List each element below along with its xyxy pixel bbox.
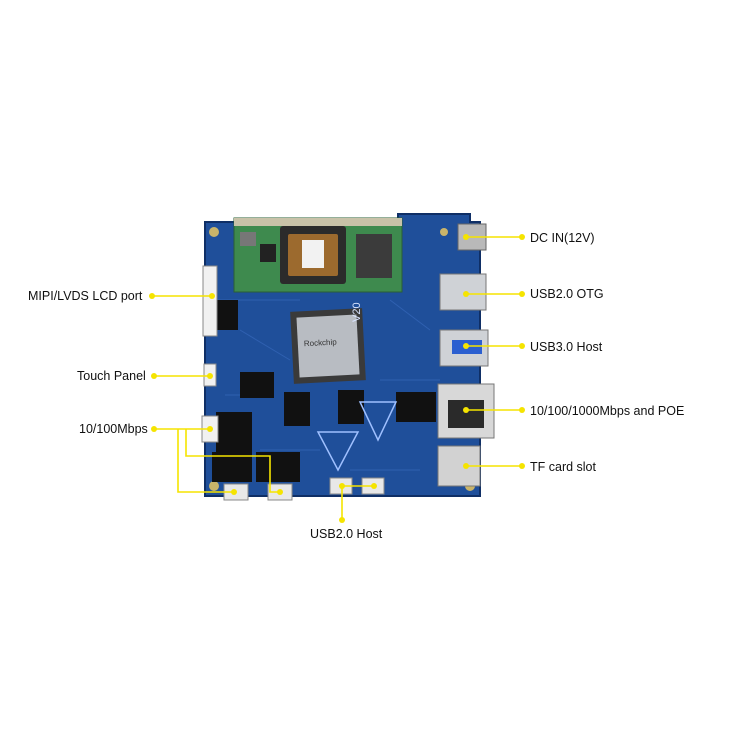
callout-dot (339, 517, 345, 523)
callout-dots (149, 234, 525, 523)
callout-dot (151, 426, 157, 432)
mounting-hole (209, 227, 219, 237)
callout-usb-mid (185, 429, 280, 493)
callout-dot (207, 426, 213, 432)
mounting-hole (209, 481, 219, 491)
callout-dot (231, 489, 237, 495)
callout-dot (463, 463, 469, 469)
callout-dot (519, 291, 525, 297)
label-usb2-host: USB2.0 Host (310, 527, 383, 541)
callout-dot (149, 293, 155, 299)
label-usb3-host: USB3.0 Host (530, 340, 603, 354)
board-version-text: V20 (351, 302, 363, 322)
usb2-otg-port (439, 273, 487, 311)
power-module (233, 217, 403, 293)
callout-dot (207, 373, 213, 379)
memory-chips (212, 300, 436, 482)
mounting-hole (440, 228, 448, 236)
callout-dot (463, 234, 469, 240)
callout-dot (339, 483, 345, 489)
label-usb2-otg: USB2.0 OTG (530, 287, 604, 301)
callout-dot (519, 407, 525, 413)
label-ethernet-100: 10/100Mbps (79, 422, 148, 436)
label-tf-card: TF card slot (530, 460, 596, 474)
callout-dot (519, 234, 525, 240)
callout-dot (519, 343, 525, 349)
label-touch-panel: Touch Panel (77, 369, 146, 383)
callout-dot (371, 483, 377, 489)
callout-dot (463, 343, 469, 349)
callout-dot (277, 489, 283, 495)
soc-brand-text: Rockchip (304, 338, 338, 349)
callout-dot (463, 291, 469, 297)
lcd-connector (202, 265, 218, 337)
label-mipi-lvds: MIPI/LVDS LCD port (28, 289, 143, 303)
label-ethernet-1000-poe: 10/100/1000Mbps and POE (530, 404, 685, 418)
rj45-opening (448, 400, 484, 428)
callout-dot (209, 293, 215, 299)
callout-dot (463, 407, 469, 413)
callout-dot (151, 373, 157, 379)
soc-chip: Rockchip (290, 308, 366, 384)
callout-lines (152, 236, 522, 520)
label-dc-in: DC IN(12V) (530, 231, 595, 245)
callout-usb-left (177, 429, 234, 493)
callout-dot (519, 463, 525, 469)
board-logo (316, 401, 398, 472)
